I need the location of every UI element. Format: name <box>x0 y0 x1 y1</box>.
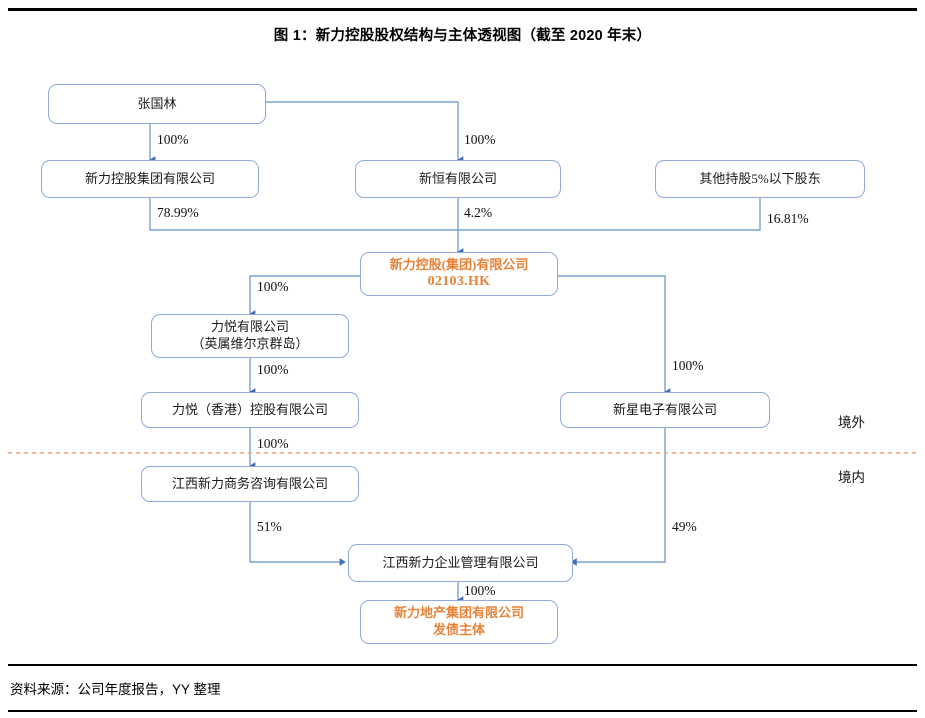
node-label: 新力控股(集团)有限公司 <box>389 256 529 272</box>
node-label-line1: 新力地产集团有限公司 <box>393 605 524 621</box>
node-label: 力悦（香港）控股有限公司 <box>171 401 328 417</box>
node-label: 张国林 <box>137 95 177 111</box>
node-liyue-hk[interactable]: 力悦（香港）控股有限公司 <box>141 392 359 428</box>
edge-consulting-to-management <box>249 502 346 566</box>
node-label: 江西新力商务咨询有限公司 <box>171 475 328 491</box>
edge-label-xinxing-to-management: 49% <box>672 519 697 534</box>
node-other-shareholders[interactable]: 其他持股5%以下股东 <box>655 160 865 198</box>
middle-divider-rule <box>8 664 917 666</box>
boundary-label-onshore: 境内 <box>838 470 865 485</box>
chart-title: 图 1：新力控股股权结构与主体透视图（截至 2020 年末） <box>273 28 652 44</box>
source-note: 资料来源：公司年度报告，YY 整理 <box>10 682 221 697</box>
edge-holding-group-to-listco <box>149 198 458 231</box>
node-listco-xinli-holding-group-ltd[interactable]: 新力控股(集团)有限公司 02103.HK <box>360 252 558 296</box>
node-label-line2: 发债主体 <box>432 622 485 637</box>
node-xinxing-electronics[interactable]: 新星电子有限公司 <box>560 392 770 428</box>
node-xinheng[interactable]: 新恒有限公司 <box>355 160 561 198</box>
edge-label-others-to-listco: 16.81% <box>767 211 809 226</box>
edge-label-holding-group-to-listco: 78.99% <box>157 205 199 220</box>
edge-label-consulting-to-management: 51% <box>257 519 282 534</box>
top-divider-rule <box>8 8 917 11</box>
boundary-label-offshore: 境外 <box>838 415 865 430</box>
node-label: 新恒有限公司 <box>418 170 497 186</box>
node-zhang-guolin[interactable]: 张国林 <box>48 84 266 124</box>
edge-label-liyue-bvi-to-liyue-hk: 100% <box>257 362 289 377</box>
node-jiangxi-xinli-consulting[interactable]: 江西新力商务咨询有限公司 <box>141 466 359 502</box>
node-label: 新力控股集团有限公司 <box>84 170 215 186</box>
node-liyue-bvi[interactable]: 力悦有限公司 （英属维尔京群岛） <box>151 314 349 358</box>
node-label-line1: 力悦有限公司 <box>210 319 289 335</box>
edge-label-zhang-to-xinheng: 100% <box>464 132 496 147</box>
bottom-divider-rule <box>8 710 917 712</box>
edge-label-liyue-hk-to-consulting: 100% <box>257 436 289 451</box>
node-xinli-holding-group[interactable]: 新力控股集团有限公司 <box>41 160 259 198</box>
edge-label-xinheng-to-listco: 4.2% <box>464 205 493 220</box>
edge-label-listco-to-xinxing: 100% <box>672 358 704 373</box>
edge-xinxing-to-management <box>570 428 666 566</box>
edge-label-management-to-issuer: 100% <box>464 583 496 598</box>
node-label: 其他持股5%以下股东 <box>699 170 821 186</box>
edge-label-zhang-to-holding-group: 100% <box>157 132 189 147</box>
edge-zhang-to-xinheng <box>266 101 464 164</box>
node-label-line2: （英属维尔京群岛） <box>191 336 309 351</box>
node-label: 新星电子有限公司 <box>612 401 717 417</box>
node-ticker: 02103.HK <box>427 274 491 290</box>
edge-label-listco-to-liyue-bvi: 100% <box>257 279 289 294</box>
node-jiangxi-xinli-management[interactable]: 江西新力企业管理有限公司 <box>348 544 573 582</box>
edge-others-to-listco <box>458 198 761 231</box>
edge-listco-to-xinxing <box>558 275 671 396</box>
edge-listco-to-liyue-bvi <box>249 275 360 318</box>
node-label: 江西新力企业管理有限公司 <box>382 554 539 570</box>
node-issuer-xinli-real-estate[interactable]: 新力地产集团有限公司 发债主体 <box>360 600 558 644</box>
